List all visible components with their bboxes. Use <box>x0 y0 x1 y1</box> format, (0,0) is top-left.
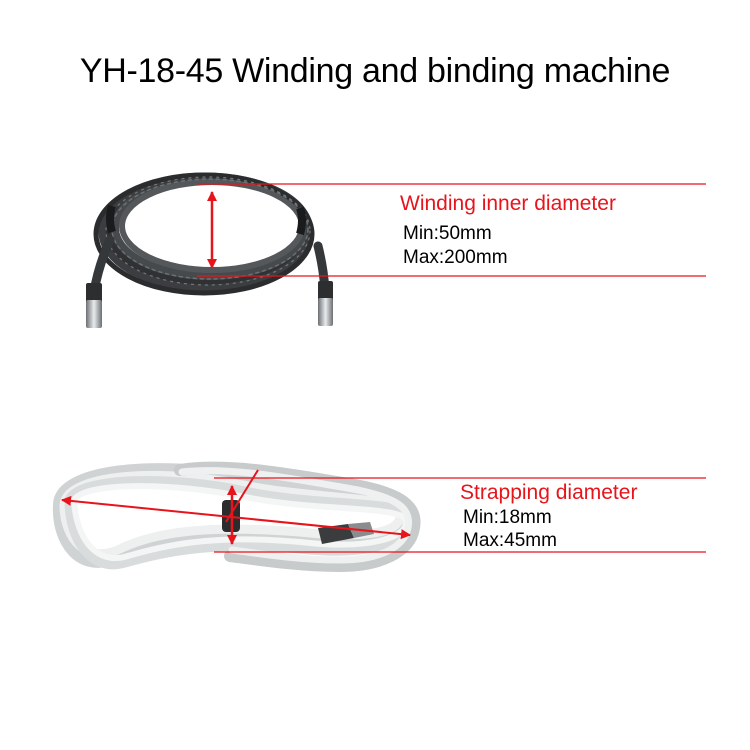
strapping-min-spec: Min:18mm <box>463 507 552 528</box>
winding-annotation <box>197 183 706 277</box>
strapping-heading: Strapping diameter <box>460 481 638 504</box>
dark-coiled-cable-image <box>86 172 333 328</box>
page-title: YH-18-45 Winding and binding machine <box>79 52 671 90</box>
winding-min-spec: Min:50mm <box>403 223 492 244</box>
winding-heading: Winding inner diameter <box>400 192 616 215</box>
winding-max-spec: Max:200mm <box>403 247 508 268</box>
strap-pointer-line <box>225 469 259 523</box>
strapping-annotation <box>61 469 706 553</box>
strapping-max-spec: Max:45mm <box>463 530 557 551</box>
bundle-length-arrow <box>61 495 411 540</box>
